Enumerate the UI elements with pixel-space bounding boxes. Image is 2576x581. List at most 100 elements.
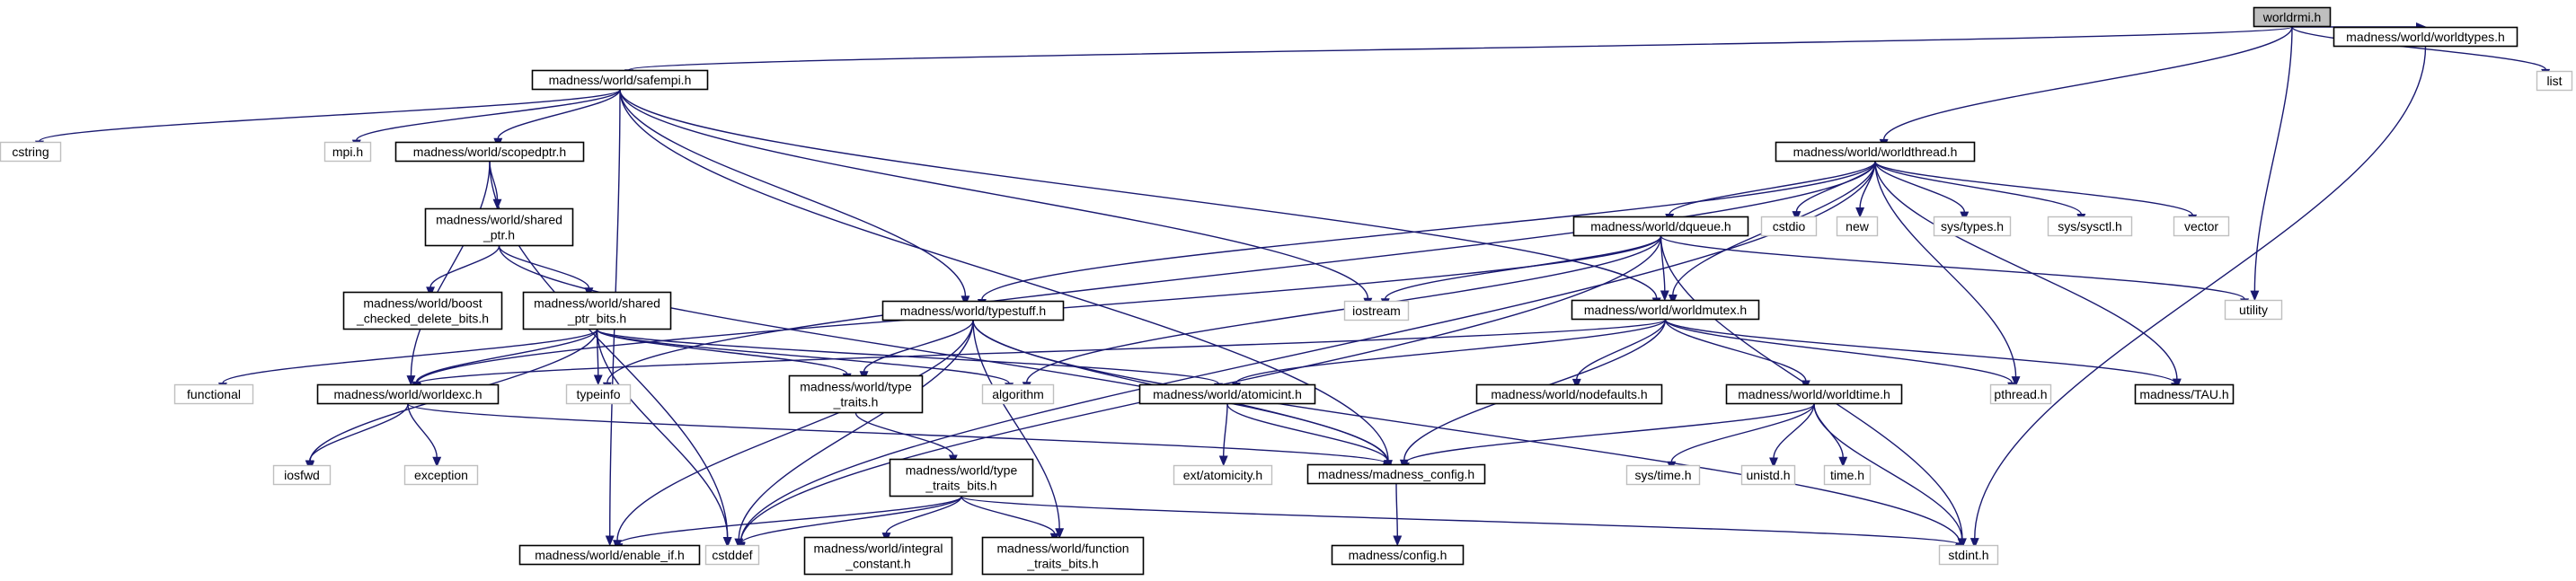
edge-root-to-worldthread: [1882, 26, 2293, 140]
node-shared_ptr_bits[interactable]: madness/world/shared_ptr_bits.h: [522, 291, 672, 330]
arrowhead-worldthread-to-pthread: [2011, 376, 2021, 387]
node-vector: vector: [2173, 216, 2230, 237]
arrowhead-atomicint-to-ext_atomicity: [1218, 455, 1228, 467]
node-integral_constant[interactable]: madness/world/integral_constant.h: [803, 536, 953, 576]
node-worldtypes[interactable]: madness/world/worldtypes.h: [2333, 26, 2518, 48]
node-unistd: unistd.h: [1740, 464, 1796, 486]
node-label-unistd-0: unistd.h: [1746, 468, 1790, 482]
node-label-worldmutex-0: madness/world/worldmutex.h: [1584, 303, 1747, 317]
edge-root-to-safempi: [628, 26, 2293, 71]
node-root[interactable]: worldrmi.h: [2253, 6, 2332, 28]
node-label-typeinfo-0: typeinfo: [576, 387, 620, 401]
node-box-iosfwd: [272, 464, 332, 486]
node-worldtime[interactable]: madness/world/worldtime.h: [1725, 383, 1903, 405]
node-box-root: [2253, 6, 2332, 28]
node-label-worldthread-0: madness/world/worldthread.h: [1793, 145, 1958, 159]
node-atomicint[interactable]: madness/world/atomicint.h: [1138, 383, 1316, 405]
edge-worldexc-to-iosfwd: [308, 403, 409, 462]
node-tau[interactable]: madness/TAU.h: [2134, 383, 2235, 405]
node-box-madness_config: [1306, 463, 1486, 485]
node-label-typestuff-0: madness/world/typestuff.h: [900, 304, 1046, 318]
edge-worldtime-to-stdint: [1813, 403, 1963, 540]
node-boost[interactable]: madness/world/boost_checked_delete_bits.…: [342, 291, 503, 330]
node-cstddef: cstddef: [704, 544, 760, 566]
node-label-function_traits_bits-0: madness/world/function: [996, 541, 1129, 556]
arrowhead-shared_ptr_bits-to-cstddef: [722, 537, 732, 548]
edge-shared_ptr-to-shared_ptr_bits: [498, 245, 590, 289]
node-worldmutex[interactable]: madness/world/worldmutex.h: [1571, 299, 1760, 321]
edge-worldmutex-to-worldtime: [1664, 319, 1807, 382]
edge-safempi-to-worldmutex: [619, 89, 1658, 299]
edge-shared_ptr_bits-to-functional: [222, 329, 598, 384]
edge-worldmutex-to-atomicint: [1235, 319, 1667, 384]
arrowhead-worldmutex-to-nodefaults: [1571, 378, 1581, 390]
node-dqueue[interactable]: madness/world/dqueue.h: [1572, 216, 1749, 237]
node-iosfwd: iosfwd: [272, 464, 332, 486]
node-label-list-0: list: [2546, 74, 2562, 88]
edge-dqueue-to-algorithm: [1026, 235, 1662, 383]
arrowhead-worldtypes-to-stdint: [1970, 538, 1979, 549]
node-cstdio: cstdio: [1760, 216, 1818, 237]
node-config[interactable]: madness/config.h: [1331, 544, 1465, 566]
node-label-madness_config-0: madness/madness_config.h: [1318, 467, 1474, 481]
edge-type_traits_bits-to-function_traits_bits: [960, 496, 1056, 534]
edge-typestuff-to-type_traits: [863, 320, 974, 372]
node-label-mpi-0: mpi.h: [332, 145, 363, 159]
edge-typestuff-to-enable_if: [616, 320, 974, 541]
node-label-cstring-0: cstring: [12, 145, 49, 159]
node-shared_ptr[interactable]: madness/world/shared_ptr.h: [424, 207, 574, 247]
node-box-tau: [2134, 383, 2235, 405]
edge-safempi-to-mpi: [356, 89, 621, 141]
node-type_traits[interactable]: madness/world/type_traits.h: [788, 374, 924, 414]
node-label-integral_constant-0: madness/world/integral: [814, 541, 943, 556]
node-typestuff[interactable]: madness/world/typestuff.h: [881, 300, 1065, 321]
node-function_traits_bits[interactable]: madness/world/function_traits_bits.h: [981, 536, 1145, 576]
node-label-tau-0: madness/TAU.h: [2139, 387, 2228, 401]
node-label-worldexc-0: madness/world/worldexc.h: [334, 387, 482, 401]
node-box-typestuff: [881, 300, 1065, 321]
node-list: list: [2536, 70, 2573, 92]
node-typeinfo: typeinfo: [565, 383, 632, 405]
arrowhead-worldthread-to-worldmutex: [1668, 294, 1677, 305]
node-label-type_traits_bits-0: madness/world/type: [906, 463, 1018, 478]
node-box-config: [1331, 544, 1465, 566]
node-label-function_traits_bits-1: _traits_bits.h: [1026, 557, 1098, 571]
edge-safempi-to-typestuff: [619, 89, 967, 296]
arrowhead-typestuff-to-function_traits_bits: [1055, 528, 1065, 540]
arrowhead-worldexc-to-exception: [432, 456, 442, 468]
node-label-vector-0: vector: [2184, 219, 2218, 233]
edge-worldexc-to-exception: [407, 403, 438, 458]
edge-worldthread-to-typeinfo: [606, 161, 1876, 383]
node-algorithm: algorithm: [981, 383, 1055, 405]
edge-worldtime-to-madness_config: [1404, 403, 1815, 464]
node-madness_config[interactable]: madness/madness_config.h: [1306, 463, 1486, 485]
node-box-exception: [403, 464, 479, 486]
node-label-integral_constant-1: _constant.h: [845, 557, 910, 571]
node-label-boost-0: madness/world/boost: [363, 296, 482, 311]
node-worldexc[interactable]: madness/world/worldexc.h: [316, 383, 500, 405]
node-box-scopedptr: [394, 141, 585, 163]
node-worldthread[interactable]: madness/world/worldthread.h: [1775, 141, 1976, 163]
node-systime: sys/time.h: [1625, 464, 1701, 486]
node-safempi[interactable]: madness/world/safempi.h: [531, 69, 709, 91]
edge-worldmutex-to-nodefaults: [1576, 319, 1667, 380]
edge-typestuff-to-cstddef: [738, 320, 974, 540]
node-enable_if[interactable]: madness/world/enable_if.h: [518, 544, 701, 566]
node-exception: exception: [403, 464, 479, 486]
node-type_traits_bits[interactable]: madness/world/type_traits_bits.h: [889, 458, 1034, 497]
node-nodefaults[interactable]: madness/world/nodefaults.h: [1475, 383, 1663, 405]
node-label-type_traits_bits-1: _traits_bits.h: [925, 479, 996, 493]
edge-atomicint-to-ext_atomicity: [1223, 403, 1228, 457]
node-box-vector: [2173, 216, 2230, 237]
edge-shared_ptr_bits-to-cstddef: [596, 329, 729, 538]
node-scopedptr[interactable]: madness/world/scopedptr.h: [394, 141, 585, 163]
node-label-ext_atomicity-0: ext/atomicity.h: [1183, 468, 1262, 482]
node-label-nodefaults-0: madness/world/nodefaults.h: [1491, 387, 1647, 401]
node-label-syssysctl-0: sys/sysctl.h: [2058, 219, 2122, 233]
edge-worldthread-to-typestuff: [981, 161, 1876, 300]
node-box-safempi: [531, 69, 709, 91]
edge-worldtime-to-unistd: [1773, 403, 1815, 459]
node-label-type_traits-0: madness/world/type: [800, 380, 912, 394]
node-stdint: stdint.h: [1938, 544, 1999, 566]
